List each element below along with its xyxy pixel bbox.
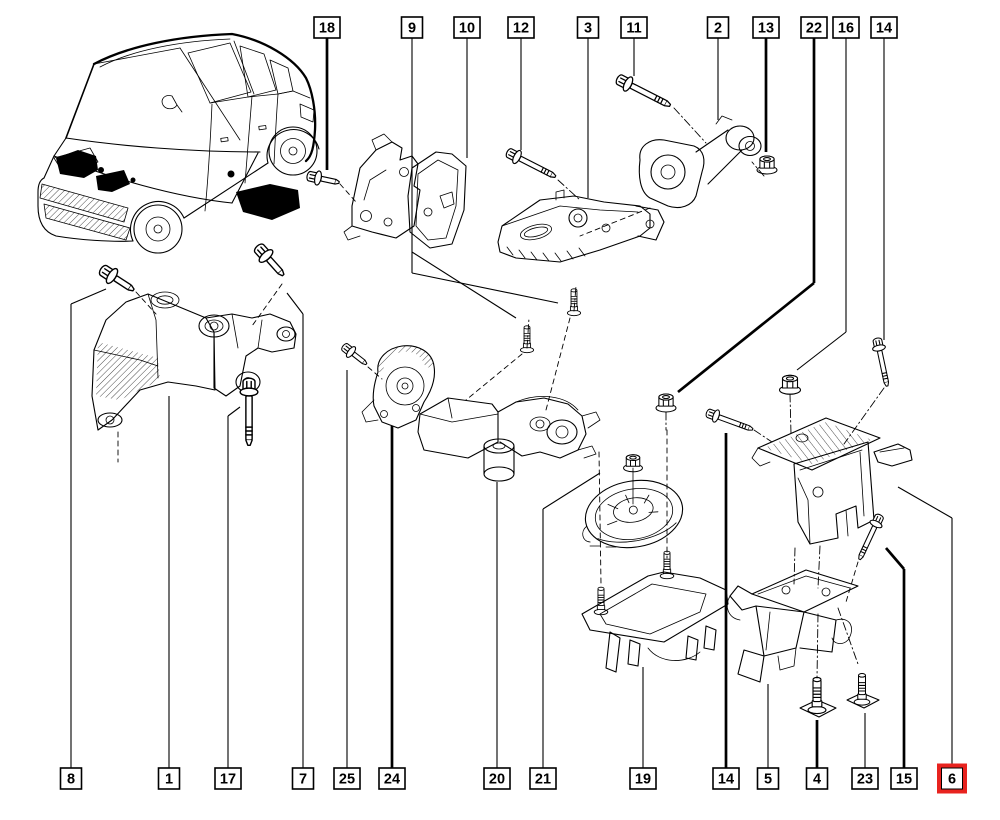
leader-lines-layer <box>70 38 953 768</box>
part-drawing-insulator-21 <box>582 479 684 549</box>
callout-20-bottom[interactable]: 20 <box>483 767 511 790</box>
callout-21-bottom[interactable]: 21 <box>529 767 557 790</box>
callout-14-bottom[interactable]: 14 <box>712 767 740 790</box>
callout-9-top[interactable]: 9 <box>400 16 424 39</box>
callout-number: 6 <box>948 772 956 788</box>
part-drawing-bolt-17 <box>239 377 259 447</box>
callout-number: 16 <box>838 21 854 37</box>
callout-number: 3 <box>584 21 592 37</box>
callout-15-bottom[interactable]: 15 <box>890 767 918 790</box>
callout-number: 4 <box>813 772 821 788</box>
callout-number: 17 <box>220 772 236 788</box>
part-drawing-gearbox-mount-19 <box>581 550 729 673</box>
callout-1-bottom[interactable]: 1 <box>157 767 181 790</box>
mount-location-markers <box>56 150 300 220</box>
part-drawing-stud-23 <box>846 672 880 709</box>
part-drawing-crossmember-3 <box>497 189 665 263</box>
part-drawing-bolt-18 <box>305 168 342 191</box>
callout-number: 5 <box>764 772 772 788</box>
callout-number: 9 <box>408 21 416 37</box>
callout-8-bottom[interactable]: 8 <box>59 767 83 790</box>
callout-11-top[interactable]: 11 <box>620 16 648 39</box>
callout-4-bottom[interactable]: 4 <box>805 767 829 790</box>
callout-18-top[interactable]: 18 <box>313 16 341 39</box>
callout-number: 20 <box>489 772 505 788</box>
callout-number: 25 <box>339 772 355 788</box>
callout-number: 2 <box>714 21 722 37</box>
callout-number: 14 <box>718 772 734 788</box>
part-drawing-stud-4 <box>799 676 837 718</box>
callout-number: 23 <box>857 772 873 788</box>
callout-number: 15 <box>896 772 912 788</box>
part-drawing-engine-mount-1 <box>91 291 297 431</box>
callout-number: 12 <box>513 21 529 37</box>
callout-number: 7 <box>299 772 307 788</box>
part-drawing-bolt-7 <box>250 239 291 282</box>
part-drawing-bolt-8 <box>95 260 139 298</box>
part-drawing-torque-rod-2 <box>638 115 762 209</box>
assembly-dash-lines <box>117 107 885 679</box>
callout-number: 14 <box>876 21 892 37</box>
part-drawing-nut-16 <box>778 374 802 395</box>
callout-number: 22 <box>806 21 822 37</box>
callout-number: 19 <box>635 772 651 788</box>
callout-17-bottom[interactable]: 17 <box>214 767 242 790</box>
callout-24-bottom[interactable]: 24 <box>378 767 406 790</box>
callout-23-bottom[interactable]: 23 <box>851 767 879 790</box>
callout-12-top[interactable]: 12 <box>507 16 535 39</box>
callout-13-top[interactable]: 13 <box>752 16 780 39</box>
part-drawing-bolt-14-right <box>870 336 894 388</box>
callout-25-bottom[interactable]: 25 <box>333 767 361 790</box>
callout-5-bottom[interactable]: 5 <box>756 767 780 790</box>
part-drawing-mount-bracket-20 <box>417 396 601 482</box>
callout-7-bottom[interactable]: 7 <box>291 767 315 790</box>
callout-number: 10 <box>459 21 475 37</box>
callout-number: 21 <box>535 772 551 788</box>
vehicle-location-inset <box>37 32 320 254</box>
part-drawing-gearbox-bracket-5 <box>726 569 859 683</box>
part-drawing-stud-9a <box>519 325 535 354</box>
callout-number: 1 <box>165 772 173 788</box>
part-drawing-side-mount-6 <box>751 417 913 545</box>
part-drawing-plate-24 <box>361 345 436 429</box>
callout-number: 11 <box>626 21 641 37</box>
part-drawing-nut-22 <box>655 393 677 413</box>
part-drawing-screw-25 <box>338 340 371 370</box>
callout-19-bottom[interactable]: 19 <box>629 767 657 790</box>
part-drawing-bolt-15 <box>853 511 887 563</box>
part-drawing-bolt-12 <box>503 145 560 184</box>
callout-10-top[interactable]: 10 <box>453 16 481 39</box>
part-drawing-stud-9b <box>566 288 582 317</box>
callout-2-top[interactable]: 2 <box>706 16 730 39</box>
part-drawing-bolt-14-left <box>703 405 756 436</box>
callout-boxes-layer: 18 9 10 12 3 11 2 13 22 16 14 8 1 17 7 25 24 20 21 19 14 5 4 23… <box>59 16 967 794</box>
callout-6-bottom[interactable]: 6 <box>937 763 967 794</box>
part-drawing-shield-10 <box>407 151 467 249</box>
callout-number: 8 <box>67 772 75 788</box>
callout-22-top[interactable]: 22 <box>800 16 828 39</box>
callout-number: 13 <box>758 21 774 37</box>
callout-3-top[interactable]: 3 <box>576 16 600 39</box>
part-drawing-bolt-11 <box>612 70 675 114</box>
callout-16-top[interactable]: 16 <box>832 16 860 39</box>
callout-number: 18 <box>319 21 335 37</box>
callout-number: 24 <box>384 772 400 788</box>
part-drawing-engine-bracket <box>343 133 421 241</box>
callout-14-top[interactable]: 14 <box>870 16 898 39</box>
